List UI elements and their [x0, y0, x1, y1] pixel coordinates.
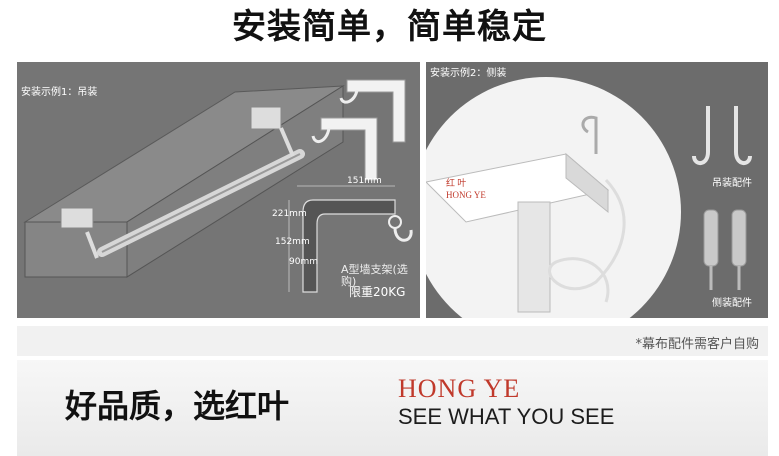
box-brand-cn: 红 叶 [446, 178, 467, 188]
install-example-hanging: 安装示例1：吊装 151mm 221mm 152mm 90mm A型墙支架(选购… [17, 62, 420, 318]
hanging-illustration [23, 79, 413, 293]
dim-height-2: 152mm [275, 237, 310, 247]
weight-limit: 限重20KG [349, 285, 406, 299]
note-bar [17, 326, 768, 356]
dim-width: 151mm [347, 176, 382, 186]
brand-tagline: SEE WHAT YOU SEE [398, 404, 615, 429]
accessory-note: *幕布配件需客户自购 [635, 337, 759, 352]
example-2-label: 安装示例2：侧装 [430, 68, 507, 79]
box-brand-en: HONG YE [446, 190, 486, 200]
example-1-label: 安装示例1：吊装 [21, 87, 98, 98]
side-parts-label: 侧装配件 [712, 298, 752, 309]
brand-name: HONG YE [398, 374, 521, 403]
brand-banner [17, 360, 768, 456]
slogan: 好品质，选红叶 [65, 387, 290, 425]
hanging-parts-label: 吊装配件 [712, 178, 752, 189]
dim-height-1: 221mm [272, 209, 307, 219]
side-mount-illustration [426, 77, 752, 318]
install-example-side: 安装示例2：侧装 红 叶 HONG YE 吊装配件 侧装配件 [426, 62, 768, 318]
dim-height-3: 90mm [289, 257, 318, 267]
page-title: 安装简单，简单稳定 [232, 7, 547, 47]
bracket-caption: A型墙支架(选购) [341, 263, 408, 288]
